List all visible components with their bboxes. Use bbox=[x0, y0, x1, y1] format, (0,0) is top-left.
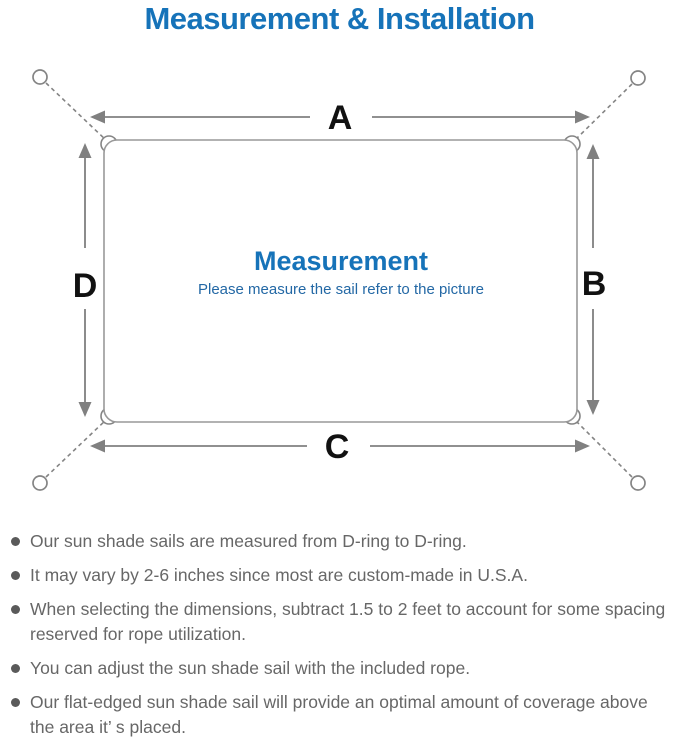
dashed-line-bottom-left bbox=[45, 417, 109, 478]
dashed-line-bottom-right bbox=[572, 417, 633, 478]
dimension-label-b: B bbox=[582, 265, 607, 303]
list-item: Our sun shade sails are measured from D-… bbox=[10, 529, 673, 554]
dimension-label-a: A bbox=[328, 99, 353, 137]
arrowhead-b-down bbox=[586, 400, 600, 415]
list-item-text: Our sun shade sails are measured from D-… bbox=[30, 531, 467, 551]
instruction-list: Our sun shade sails are measured from D-… bbox=[10, 529, 673, 739]
anchor-circle-top-right bbox=[630, 70, 646, 86]
arrowhead-c-right bbox=[575, 439, 590, 453]
list-item-text: You can adjust the sun shade sail with t… bbox=[30, 658, 471, 678]
list-item: You can adjust the sun shade sail with t… bbox=[10, 656, 673, 681]
diagram-caption-subtitle: Please measure the sail refer to the pic… bbox=[198, 281, 484, 298]
bullet-dot-icon bbox=[11, 698, 20, 707]
dimension-label-c: C bbox=[325, 428, 350, 466]
arrowhead-d-down bbox=[78, 402, 92, 417]
anchor-dashed-lines bbox=[45, 82, 633, 478]
anchor-points bbox=[32, 69, 646, 491]
anchor-circle-top-left bbox=[32, 69, 48, 85]
list-item-text: Our flat-edged sun shade sail will provi… bbox=[30, 692, 648, 737]
sail-measurement-diagram: A B C D Measurement Please measure the s… bbox=[32, 69, 646, 491]
list-item-text: When selecting the dimensions, subtract … bbox=[30, 599, 666, 644]
dashed-line-top-right bbox=[572, 83, 633, 143]
list-item: When selecting the dimensions, subtract … bbox=[10, 597, 673, 647]
arrowhead-a-right bbox=[575, 110, 590, 124]
arrowhead-c-left bbox=[90, 439, 105, 453]
arrowheads bbox=[78, 110, 600, 453]
arrowhead-b-up bbox=[586, 144, 600, 159]
bullet-dot-icon bbox=[11, 664, 20, 673]
dimension-arrows bbox=[84, 116, 594, 447]
dashed-line-top-left bbox=[45, 82, 109, 143]
list-item: It may vary by 2-6 inches since most are… bbox=[10, 563, 673, 588]
bullet-dot-icon bbox=[11, 605, 20, 614]
arrowhead-d-up bbox=[78, 143, 92, 158]
diagram-caption-title: Measurement bbox=[254, 246, 428, 276]
bullet-dot-icon bbox=[11, 571, 20, 580]
anchor-circle-bottom-right bbox=[630, 475, 646, 491]
bullet-dot-icon bbox=[11, 537, 20, 546]
dimension-label-d: D bbox=[73, 267, 98, 305]
list-item: Our flat-edged sun shade sail will provi… bbox=[10, 690, 673, 739]
arrowhead-a-left bbox=[90, 110, 105, 124]
list-item-text: It may vary by 2-6 inches since most are… bbox=[30, 565, 528, 585]
anchor-circle-bottom-left bbox=[32, 475, 48, 491]
page-title: Measurement & Installation bbox=[144, 1, 535, 36]
sail-outline bbox=[103, 139, 578, 423]
